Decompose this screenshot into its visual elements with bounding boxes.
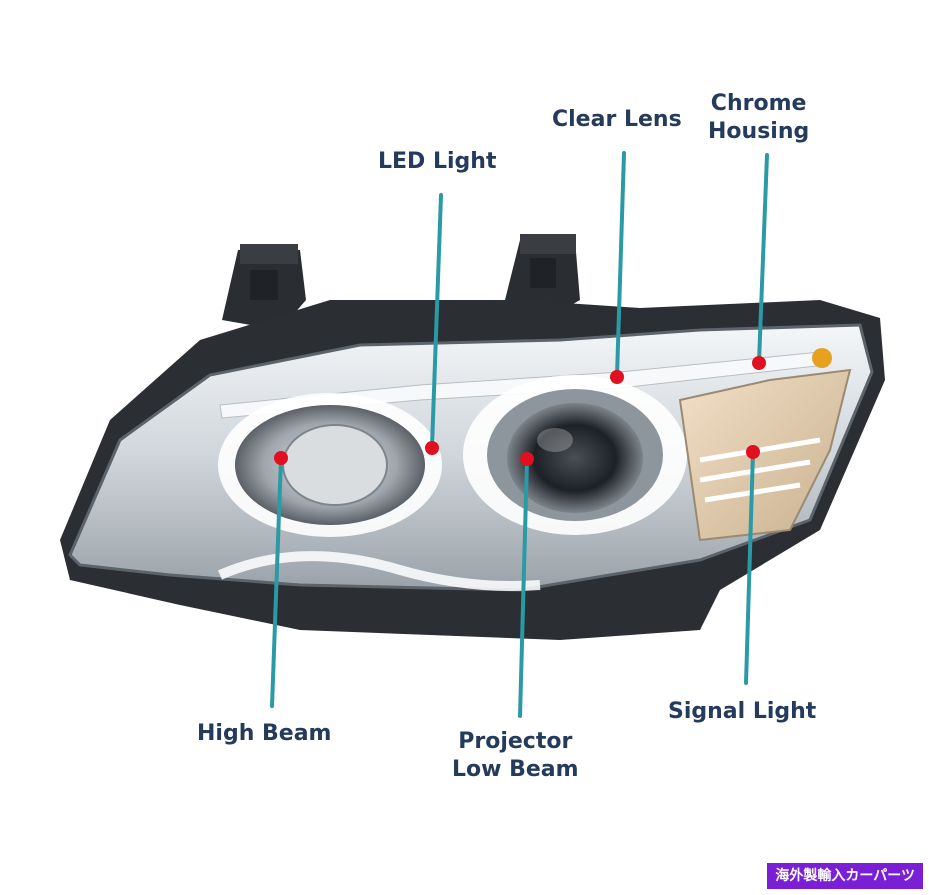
chrome-housing-label: Chrome Housing — [708, 90, 809, 146]
watermark-badge: 海外製輸入カーパーツ — [767, 863, 923, 889]
marker-dots — [274, 356, 766, 466]
chrome-housing-marker — [752, 356, 766, 370]
signal-light-label: Signal Light — [668, 699, 817, 724]
projector-unit — [463, 375, 687, 535]
mounting-bracket-left — [222, 244, 306, 330]
led-lower-glow — [217, 551, 541, 591]
projector-line2: Low Beam — [452, 757, 579, 782]
clear-lens-marker — [610, 370, 624, 384]
leader-lines — [270, 151, 769, 718]
signal-light-unit — [678, 348, 852, 542]
projector-line1: Projector — [458, 729, 573, 754]
led-light-label: LED Light — [378, 149, 497, 174]
chrome-housing-line2: Housing — [708, 119, 810, 144]
clear-lens-label: Clear Lens — [552, 107, 682, 132]
led-light-marker — [425, 441, 439, 455]
projector-low-beam-label: Projector Low Beam — [452, 728, 579, 784]
projector-marker — [520, 452, 534, 466]
high-beam-marker — [274, 451, 288, 465]
mounting-bracket-right — [505, 234, 580, 320]
high-beam-label: High Beam — [197, 721, 332, 746]
chrome-housing-line1: Chrome — [710, 91, 807, 116]
high-beam-unit — [218, 393, 442, 537]
signal-light-marker — [746, 445, 760, 459]
